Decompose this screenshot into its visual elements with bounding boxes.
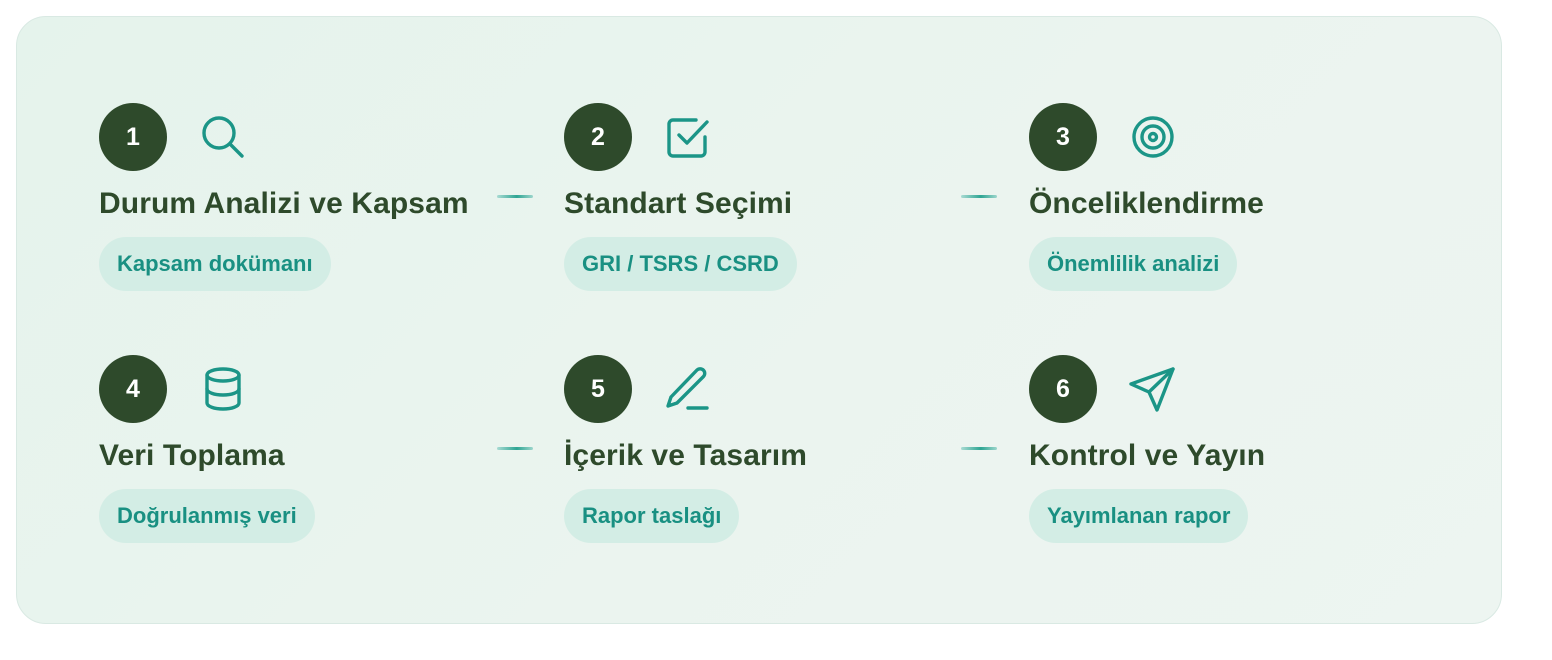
step-output-pill: Rapor taslağı bbox=[564, 489, 740, 543]
step-number-badge: 6 bbox=[1029, 355, 1097, 423]
step-3: 3 Önceliklendirme Önemlilik analizi bbox=[1029, 103, 1429, 303]
database-icon bbox=[199, 365, 247, 413]
step-number-badge: 1 bbox=[99, 103, 167, 171]
step-output-pill: Yayımlanan rapor bbox=[1029, 489, 1249, 543]
step-number-badge: 3 bbox=[1029, 103, 1097, 171]
step-number-badge: 5 bbox=[564, 355, 632, 423]
pen-icon bbox=[664, 365, 712, 413]
process-steps-card: 1 Durum Analizi ve Kapsam Kapsam doküman… bbox=[16, 16, 1502, 624]
step-title: İçerik ve Tasarım bbox=[564, 439, 807, 472]
step-title: Önceliklendirme bbox=[1029, 187, 1264, 220]
step-4: 4 Veri Toplama Doğrulanmış veri bbox=[99, 355, 499, 555]
step-number-badge: 2 bbox=[564, 103, 632, 171]
step-title: Kontrol ve Yayın bbox=[1029, 439, 1266, 472]
step-output-pill: Kapsam dokümanı bbox=[99, 237, 331, 291]
step-2: 2 Standart Seçimi GRI / TSRS / CSRD bbox=[564, 103, 964, 303]
step-1: 1 Durum Analizi ve Kapsam Kapsam doküman… bbox=[99, 103, 499, 303]
step-6: 6 Kontrol ve Yayın Yayımlanan rapor bbox=[1029, 355, 1429, 555]
step-connector bbox=[497, 195, 533, 198]
step-output-pill: GRI / TSRS / CSRD bbox=[564, 237, 797, 291]
step-title: Durum Analizi ve Kapsam bbox=[99, 187, 469, 220]
step-title: Veri Toplama bbox=[99, 439, 285, 472]
step-connector bbox=[961, 195, 997, 198]
step-connector bbox=[961, 447, 997, 450]
search-icon bbox=[199, 113, 247, 161]
step-connector bbox=[497, 447, 533, 450]
step-5: 5 İçerik ve Tasarım Rapor taslağı bbox=[564, 355, 964, 555]
checkbox-icon bbox=[664, 113, 712, 161]
step-output-pill: Doğrulanmış veri bbox=[99, 489, 315, 543]
step-number-badge: 4 bbox=[99, 355, 167, 423]
step-title: Standart Seçimi bbox=[564, 187, 793, 220]
target-icon bbox=[1129, 113, 1177, 161]
send-icon bbox=[1129, 365, 1177, 413]
step-output-pill: Önemlilik analizi bbox=[1029, 237, 1238, 291]
